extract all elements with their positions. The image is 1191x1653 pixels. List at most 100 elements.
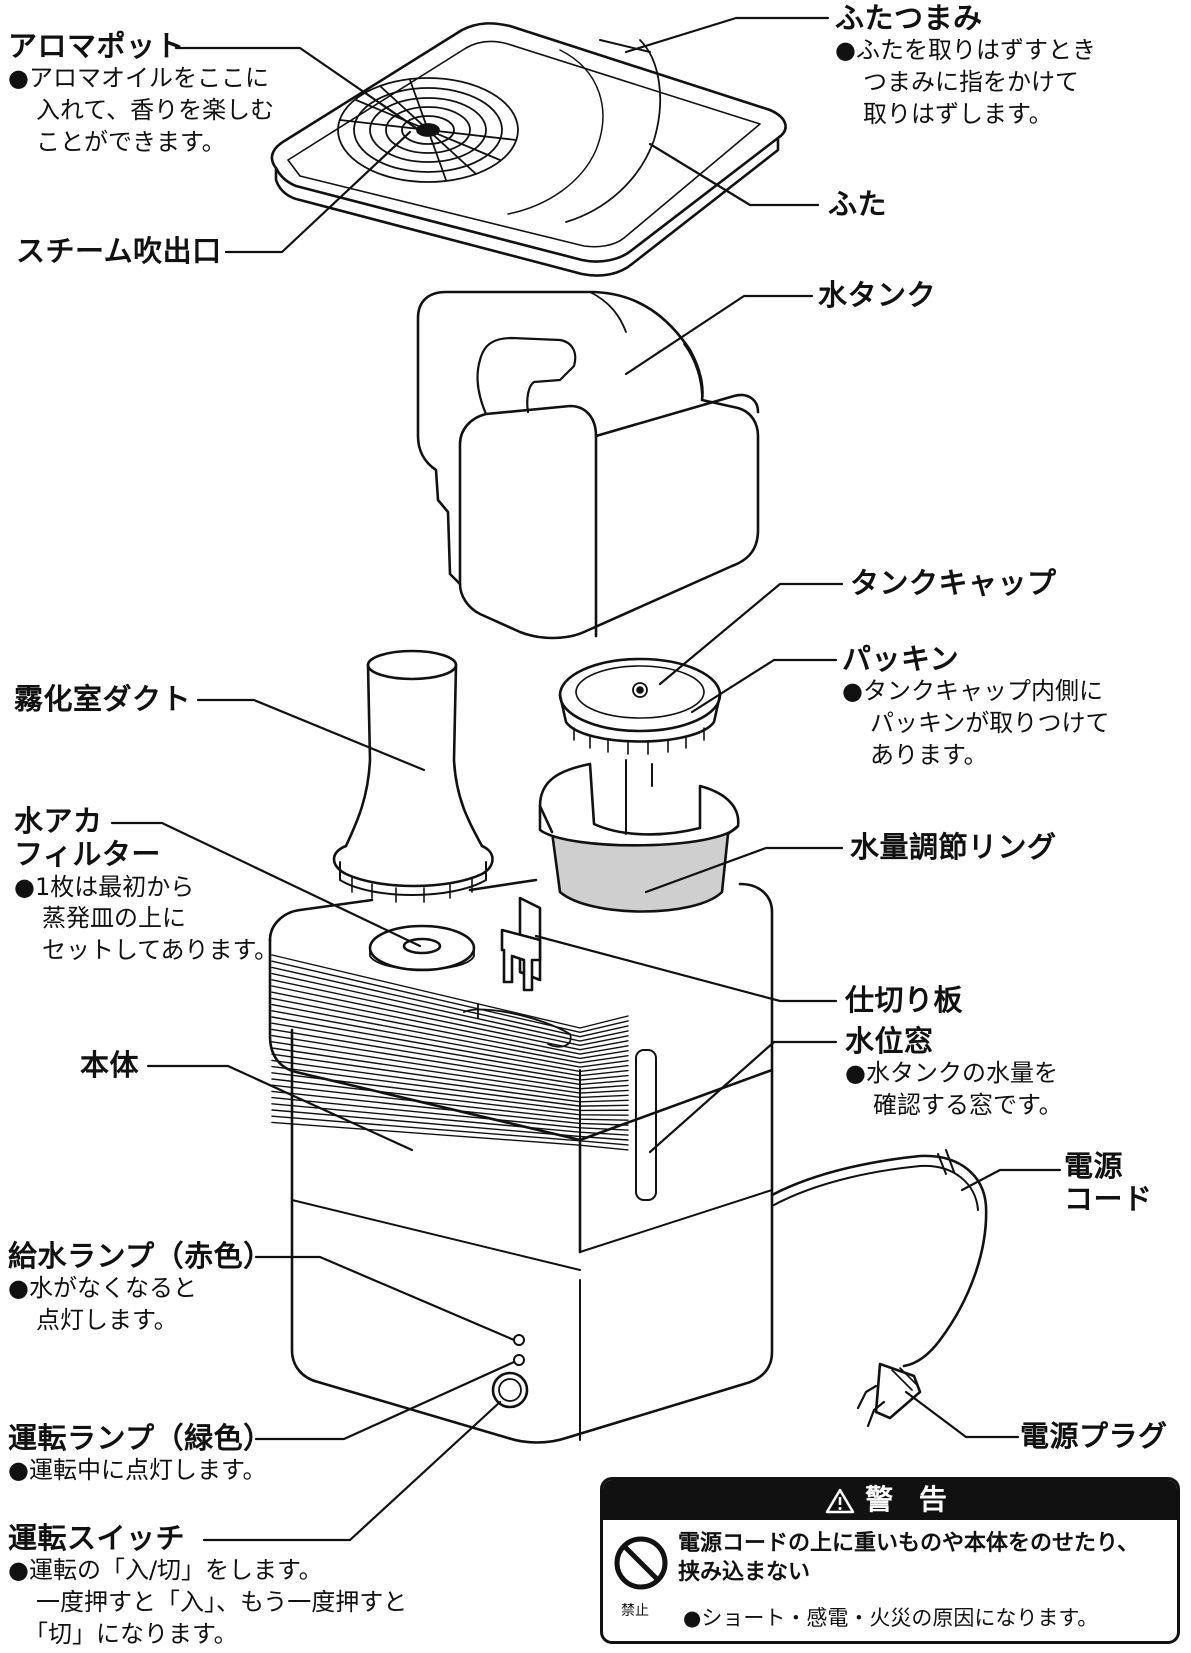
louver-line — [271, 1022, 629, 1077]
label-body: 本体 — [80, 1048, 140, 1082]
run-switch-desc-2: 一度押すと「入」、もう一度押すと — [36, 1588, 408, 1617]
packing-desc-2: パッキンが取りつけて — [870, 709, 1110, 738]
label-aroma-pot: アロマポット ●アロマオイルをここに 入れて、香りを楽しむ ことができます。 — [8, 29, 275, 158]
label-run-switch: 運転スイッチ ●運転の「入/切」をします。 一度押すと「入」、もう一度押すと 「… — [8, 1521, 408, 1650]
water-window-title: 水位窓 — [845, 1024, 934, 1058]
louver-line — [271, 1041, 629, 1090]
warning-message: 電源コードの上に重いものや本体をのせたり、 挟み込まない — [678, 1530, 1139, 1587]
lid-knob-desc-2: つまみに指をかけて — [863, 68, 1079, 97]
louver-line — [271, 972, 629, 1042]
tank-cap-drawing — [558, 657, 722, 755]
warning-box: 警 告 禁止 電源コードの上に重いものや本体をのせたり、 挟み込まない ●ショー… — [600, 1477, 1180, 1644]
louver-line — [271, 960, 629, 1034]
label-water-window: 水位窓 ●水タンクの水量を 確認する窓です。 — [845, 1024, 1063, 1122]
louver-line — [271, 1065, 629, 1107]
louver-line — [271, 1109, 629, 1141]
louver-line — [271, 1034, 629, 1086]
label-lid-knob: ふたつまみ ●ふたを取りはずすとき つまみに指をかけて 取りはずします。 — [835, 1, 1096, 130]
scale-filter-drawing — [368, 924, 476, 972]
refill-lamp-title: 給水ランプ（赤色） — [8, 1239, 273, 1273]
warning-triangle-icon — [825, 1488, 855, 1514]
packing-title: パッキン — [842, 642, 960, 676]
water-window-desc-1: ●水タンクの水量を — [845, 1059, 1058, 1088]
louver-line — [271, 1078, 629, 1116]
lid-knob-title: ふたつまみ — [835, 1, 983, 35]
prohibited-icon — [614, 1536, 668, 1590]
louver-line — [271, 1016, 629, 1073]
label-steam-outlet: スチーム吹出口 — [16, 234, 222, 268]
label-power-cord: 電源 コード — [1064, 1149, 1153, 1217]
louver-line — [271, 1084, 629, 1121]
label-packing: パッキン ●タンクキャップ内側に パッキンが取りつけて あります。 — [842, 642, 1110, 771]
louver-line — [271, 1053, 629, 1099]
louver-line — [271, 1121, 629, 1151]
louver-line — [271, 966, 629, 1038]
aroma-pot-desc-2: 入れて、香りを楽しむ — [36, 96, 275, 125]
louver-line — [271, 1096, 629, 1131]
scale-filter-desc-3: セットしてあります。 — [42, 936, 279, 965]
louver-line — [271, 1003, 629, 1064]
power-cord-drawing — [770, 1149, 988, 1428]
label-tank-cap: タンクキャップ — [850, 566, 1057, 600]
refill-lamp-desc-1: ●水がなくなると — [8, 1274, 197, 1303]
packing-desc-3: あります。 — [870, 740, 988, 769]
scale-filter-title-2: フィルター — [14, 837, 161, 872]
prohibit-label: 禁止 — [621, 1603, 649, 1619]
label-refill-lamp: 給水ランプ（赤色） ●水がなくなると 点灯します。 — [8, 1239, 273, 1337]
aroma-pot-desc-1: ●アロマオイルをここに — [8, 64, 269, 93]
steam-outlet-grill — [337, 77, 519, 183]
label-lid: ふた — [828, 187, 888, 221]
warning-note: ●ショート・感電・火災の原因になります。 — [683, 1606, 1099, 1630]
louver-line — [271, 985, 629, 1051]
aroma-pot-title: アロマポット — [8, 29, 186, 63]
louver-line — [271, 1028, 629, 1081]
label-water-ring: 水量調節リング — [850, 830, 1057, 864]
run-switch-desc-3: 「切」になります。 — [24, 1619, 238, 1648]
louver-line — [271, 1090, 629, 1126]
louver-line — [271, 991, 629, 1055]
label-power-plug: 電源プラグ — [1020, 1419, 1168, 1453]
label-scale-filter: 水アカ フィルター ●1枚は最初から 蒸発皿の上に セットしてあります。 — [14, 804, 279, 967]
warning-message-2: 挟み込まない — [678, 1559, 811, 1585]
scale-filter-title-1: 水アカ — [14, 804, 103, 838]
scale-filter-desc-1: ●1枚は最初から — [14, 872, 195, 901]
louver-line — [271, 1047, 629, 1094]
run-switch-desc-1: ●運転の「入/切」をします。 — [8, 1556, 323, 1585]
warning-heading: 警 告 — [865, 1483, 955, 1516]
louver-line — [271, 1103, 629, 1136]
body-louvers — [271, 954, 629, 1151]
water-window-desc-2: 確認する窓です。 — [873, 1091, 1063, 1120]
divider-drawing — [500, 896, 542, 992]
atomizer-duct-drawing — [332, 649, 494, 903]
aroma-pot-desc-3: ことができます。 — [36, 127, 226, 156]
power-cord-title-2: コード — [1064, 1182, 1153, 1217]
refill-lamp-desc-2: 点灯します。 — [36, 1306, 178, 1335]
louver-line — [271, 1115, 629, 1146]
louver-line — [271, 954, 629, 1029]
run-switch-title: 運転スイッチ — [8, 1521, 186, 1555]
water-tank-drawing — [416, 290, 760, 640]
louver-line — [271, 997, 629, 1060]
main-body-drawing — [268, 878, 774, 1444]
run-lamp-title: 運転ランプ（緑色） — [8, 1421, 273, 1455]
label-atomizer-duct: 霧化室ダクト — [14, 682, 192, 716]
warning-message-1: 電源コードの上に重いものや本体をのせたり、 — [678, 1531, 1140, 1556]
louver-line — [271, 1059, 629, 1103]
louver-line — [271, 1010, 629, 1068]
lid-drawing — [270, 22, 787, 277]
lid-knob-desc-3: 取りはずします。 — [863, 99, 1053, 128]
run-lamp-desc-1: ●運転中に点灯します。 — [8, 1456, 267, 1485]
water-ring-drawing — [538, 759, 740, 913]
louver-line — [271, 1072, 629, 1112]
leader-lines — [110, 16, 1062, 1542]
packing-desc-1: ●タンクキャップ内側に — [842, 677, 1103, 706]
warning-header: 警 告 — [603, 1480, 1177, 1520]
louver-line — [271, 979, 629, 1047]
label-run-lamp: 運転ランプ（緑色） ●運転中に点灯します。 — [8, 1421, 273, 1487]
lid-knob-desc-1: ●ふたを取りはずすとき — [835, 36, 1096, 65]
power-cord-title-1: 電源 — [1064, 1149, 1124, 1183]
scale-filter-desc-2: 蒸発皿の上に — [42, 904, 186, 933]
label-water-tank: 水タンク — [818, 278, 937, 312]
label-divider: 仕切り板 — [845, 983, 964, 1017]
